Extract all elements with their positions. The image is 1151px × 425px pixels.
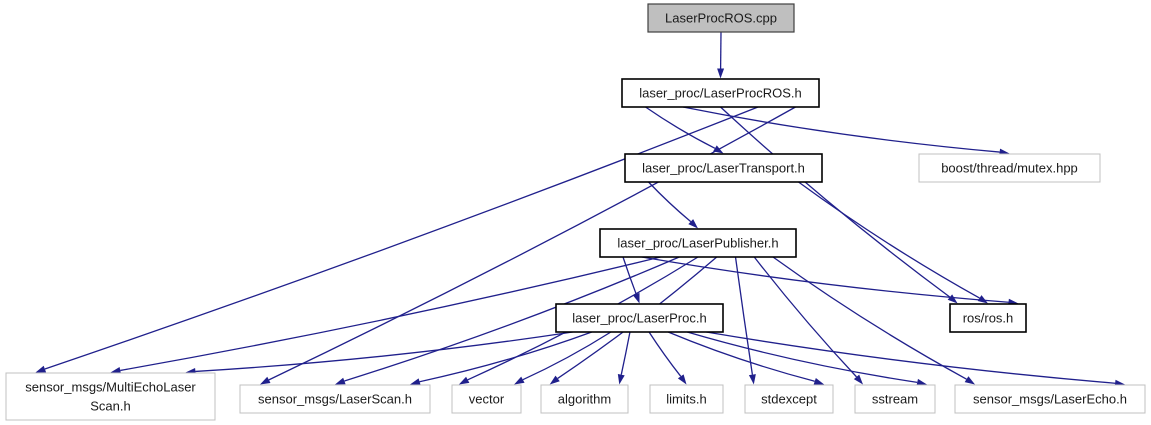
graph-arrow-publisher_h-to-algorithm_h	[549, 375, 560, 385]
node-label-publisher_h: laser_proc/LaserPublisher.h	[617, 235, 778, 250]
node-box-transport_h	[624, 153, 823, 183]
node-box-publisher_h	[599, 228, 797, 258]
node-box-stdexcept_h	[744, 384, 834, 414]
graph-arrow-proc_h-to-stdexcept_h	[813, 377, 825, 385]
graph-edge-procros_h-to-laserscan_h	[268, 106, 796, 381]
graph-edge-transport_h-to-publisher_h	[648, 181, 692, 223]
graph-node-vector_h[interactable]: vector	[451, 384, 522, 414]
graph-arrow-transport_h-to-publisher_h	[688, 219, 698, 229]
graph-edge-procros_h-to-multiecho_h	[44, 106, 759, 370]
graph-edge-procros_h-to-mutex_hpp	[682, 106, 1000, 153]
node-box-limits_h	[649, 384, 724, 414]
graph-edge-publisher_h-to-ros_h	[641, 256, 1009, 303]
node-box-procros_h	[621, 78, 820, 108]
graph-node-sstream_h[interactable]: sstream	[854, 384, 936, 414]
node-box-ros_h	[949, 303, 1027, 333]
graph-edge-publisher_h-to-laserscan_h	[344, 256, 680, 382]
graph-node-laserecho_h[interactable]: sensor_msgs/LaserEcho.h	[954, 384, 1146, 414]
node-box-root	[647, 3, 795, 33]
node-box-algorithm_h	[540, 384, 629, 414]
node-box-laserecho_h	[954, 384, 1146, 414]
graph-edge-procros_h-to-ros_h	[720, 106, 951, 298]
node-label-mutex_hpp: boost/thread/mutex.hpp	[941, 160, 1078, 175]
graph-arrow-procros_h-to-laserscan_h	[260, 376, 271, 385]
graph-edge-proc_h-to-limits_h	[648, 331, 682, 377]
graph-arrow-transport_h-to-ros_h	[977, 295, 988, 304]
graph-node-transport_h[interactable]: laser_proc/LaserTransport.h	[624, 153, 823, 183]
graph-edge-proc_h-to-stdexcept_h	[667, 331, 815, 382]
graph-edge-proc_h-to-multiecho_h	[195, 331, 573, 373]
graph-edge-proc_h-to-vector_h	[522, 331, 612, 381]
graph-node-procros_h[interactable]: laser_proc/LaserProcROS.h	[621, 78, 820, 108]
node-box-mutex_hpp	[918, 153, 1101, 183]
graph-arrow-publisher_h-to-multiecho_h	[110, 367, 122, 374]
edge-layer	[35, 31, 1125, 387]
node-label2-multiecho_h: Scan.h	[90, 398, 130, 413]
node-box-sstream_h	[854, 384, 936, 414]
node-label-root: LaserProcROS.cpp	[665, 10, 777, 25]
graph-arrow-publisher_h-to-proc_h	[632, 292, 640, 304]
graph-node-root[interactable]: LaserProcROS.cpp	[647, 3, 795, 33]
graph-node-ros_h[interactable]: ros/ros.h	[949, 303, 1027, 333]
graph-edge-publisher_h-to-sstream_h	[753, 256, 857, 378]
graph-edge-proc_h-to-laserecho_h	[706, 331, 1116, 384]
graph-edge-proc_h-to-laserscan_h	[419, 331, 593, 383]
graph-arrow-publisher_h-to-laserecho_h	[964, 376, 975, 385]
graph-node-mutex_hpp[interactable]: boost/thread/mutex.hpp	[918, 153, 1101, 183]
graph-node-algorithm_h[interactable]: algorithm	[540, 384, 629, 414]
graph-edge-procros_h-to-transport_h	[645, 106, 716, 149]
graph-edge-publisher_h-to-proc_h	[622, 256, 637, 295]
node-box-multiecho_h	[5, 372, 216, 421]
graph-edge-proc_h-to-algorithm_h	[620, 331, 631, 375]
graph-arrow-publisher_h-to-vector_h	[458, 376, 470, 385]
node-label-ros_h: ros/ros.h	[963, 310, 1014, 325]
node-label-limits_h: limits.h	[666, 391, 706, 406]
graph-node-laserscan_h[interactable]: sensor_msgs/LaserScan.h	[239, 384, 431, 414]
graph-edge-publisher_h-to-stdexcept_h	[734, 256, 754, 375]
graph-arrow-proc_h-to-sstream_h	[916, 378, 927, 386]
graph-arrow-publisher_h-to-laserscan_h	[335, 377, 346, 385]
graph-node-publisher_h[interactable]: laser_proc/LaserPublisher.h	[599, 228, 797, 258]
graph-arrow-proc_h-to-algorithm_h	[617, 374, 625, 385]
graph-node-stdexcept_h[interactable]: stdexcept	[744, 384, 834, 414]
node-label-laserscan_h: sensor_msgs/LaserScan.h	[258, 391, 412, 406]
node-label-stdexcept_h: stdexcept	[761, 391, 817, 406]
node-box-laserscan_h	[239, 384, 431, 414]
graph-arrow-proc_h-to-limits_h	[677, 374, 687, 385]
node-label-laserecho_h: sensor_msgs/LaserEcho.h	[973, 391, 1127, 406]
graph-arrow-publisher_h-to-sstream_h	[853, 374, 863, 385]
graph-arrow-proc_h-to-laserscan_h	[410, 378, 421, 386]
graph-node-proc_h[interactable]: laser_proc/LaserProc.h	[555, 303, 724, 333]
graph-edge-publisher_h-to-multiecho_h	[120, 256, 661, 372]
node-label-multiecho_h: sensor_msgs/MultiEchoLaser	[25, 379, 196, 394]
graph-node-limits_h[interactable]: limits.h	[649, 384, 724, 414]
graph-arrow-publisher_h-to-stdexcept_h	[748, 374, 756, 385]
node-label-vector_h: vector	[469, 391, 505, 406]
node-label-sstream_h: sstream	[872, 391, 918, 406]
graph-arrow-procros_h-to-ros_h	[947, 294, 958, 304]
node-box-proc_h	[555, 303, 724, 333]
node-label-algorithm_h: algorithm	[558, 391, 611, 406]
node-layer: LaserProcROS.cpp laser_proc/LaserProcROS.…	[5, 3, 1146, 421]
node-label-transport_h: laser_proc/LaserTransport.h	[642, 160, 805, 175]
graph-arrow-proc_h-to-vector_h	[514, 376, 525, 385]
graph-arrow-procros_h-to-multiecho_h	[35, 365, 47, 373]
node-box-vector_h	[451, 384, 522, 414]
node-label-procros_h: laser_proc/LaserProcROS.h	[639, 85, 802, 100]
graph-arrow-root-to-procros_h	[717, 68, 725, 79]
graph-edge-transport_h-to-ros_h	[798, 181, 980, 299]
node-label-proc_h: laser_proc/LaserProc.h	[572, 310, 706, 325]
graph-edge-proc_h-to-sstream_h	[687, 331, 918, 383]
